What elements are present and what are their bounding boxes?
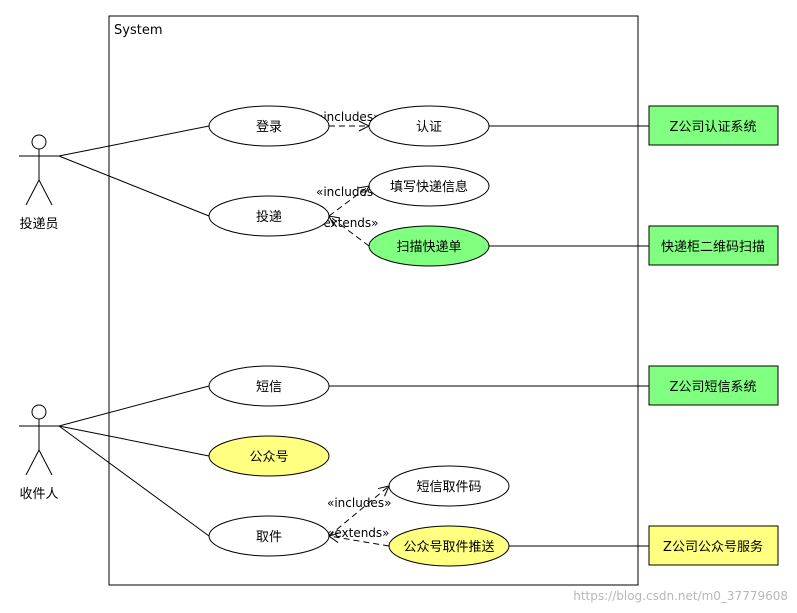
usecase-scan[interactable]: 扫描快递单 [368,225,490,267]
usecase-sms-code[interactable]: 短信取件码 [388,465,510,507]
external-qr-scan[interactable]: 快递柜二维码扫描 [648,225,779,266]
dep-push-pickup [329,536,390,547]
stereo-push-pickup: «extends» [327,526,390,540]
usecase-login-label: 登录 [256,120,282,135]
usecase-login[interactable]: 登录 [208,105,330,147]
actor-recipient-icon [19,404,59,476]
assoc-courier-login [58,125,210,157]
stereo-deliver-fill: «includes» [316,185,380,199]
usecase-fill-info[interactable]: 填写快递信息 [368,165,490,207]
stereo-login-auth: «includes» [316,110,380,124]
external-qr-scan-label: 快递柜二维码扫描 [661,240,765,255]
dep-pickup-smscode [328,486,389,537]
external-official-service[interactable]: Z公司公众号服务 [648,525,779,566]
usecase-deliver[interactable]: 投递 [208,195,330,237]
usecase-auth[interactable]: 认证 [368,105,490,147]
external-auth-system-label: Z公司认证系统 [670,120,757,135]
system-title: System [114,23,162,38]
usecase-auth-label: 认证 [416,120,442,135]
usecase-official[interactable]: 公众号 [208,435,330,477]
actor-courier[interactable]: 投递员 [19,134,59,232]
stereo-scan-deliver: «extends» [316,216,379,230]
external-sms-system[interactable]: Z公司短信系统 [648,365,779,406]
external-sms-system-label: Z公司短信系统 [670,380,757,395]
dep-deliver-fill [328,186,369,217]
stereo-pickup-smscode: «includes» [327,496,391,510]
dep-scan-deliver [329,216,370,247]
usecase-official-label: 公众号 [249,450,288,465]
usecase-sms-code-label: 短信取件码 [416,480,481,495]
usecase-pickup-label: 取件 [256,530,282,545]
usecase-push-label: 公众号取件推送 [403,540,494,555]
usecase-deliver-label: 投递 [256,209,282,225]
actor-recipient[interactable]: 收件人 [19,404,59,502]
usecase-fill-info-label: 填写快递信息 [390,179,468,195]
external-auth-system[interactable]: Z公司认证系统 [648,105,779,146]
assoc-courier-deliver [58,155,210,217]
actor-courier-label: 投递员 [19,216,58,232]
assoc-recipient-official [58,425,210,457]
assoc-recipient-pickup [58,425,210,537]
usecase-push[interactable]: 公众号取件推送 [388,525,510,567]
usecase-pickup[interactable]: 取件 [208,515,330,557]
actor-recipient-label: 收件人 [19,487,58,502]
actor-courier-icon [19,134,59,206]
usecase-sms-label: 短信 [256,380,282,395]
usecase-sms[interactable]: 短信 [208,365,330,407]
system-boundary [108,15,639,586]
watermark: https://blog.csdn.net/m0_37779608 [573,589,788,603]
external-official-service-label: Z公司公众号服务 [663,539,763,555]
assoc-recipient-sms [58,385,210,427]
usecase-scan-label: 扫描快递单 [396,240,461,255]
